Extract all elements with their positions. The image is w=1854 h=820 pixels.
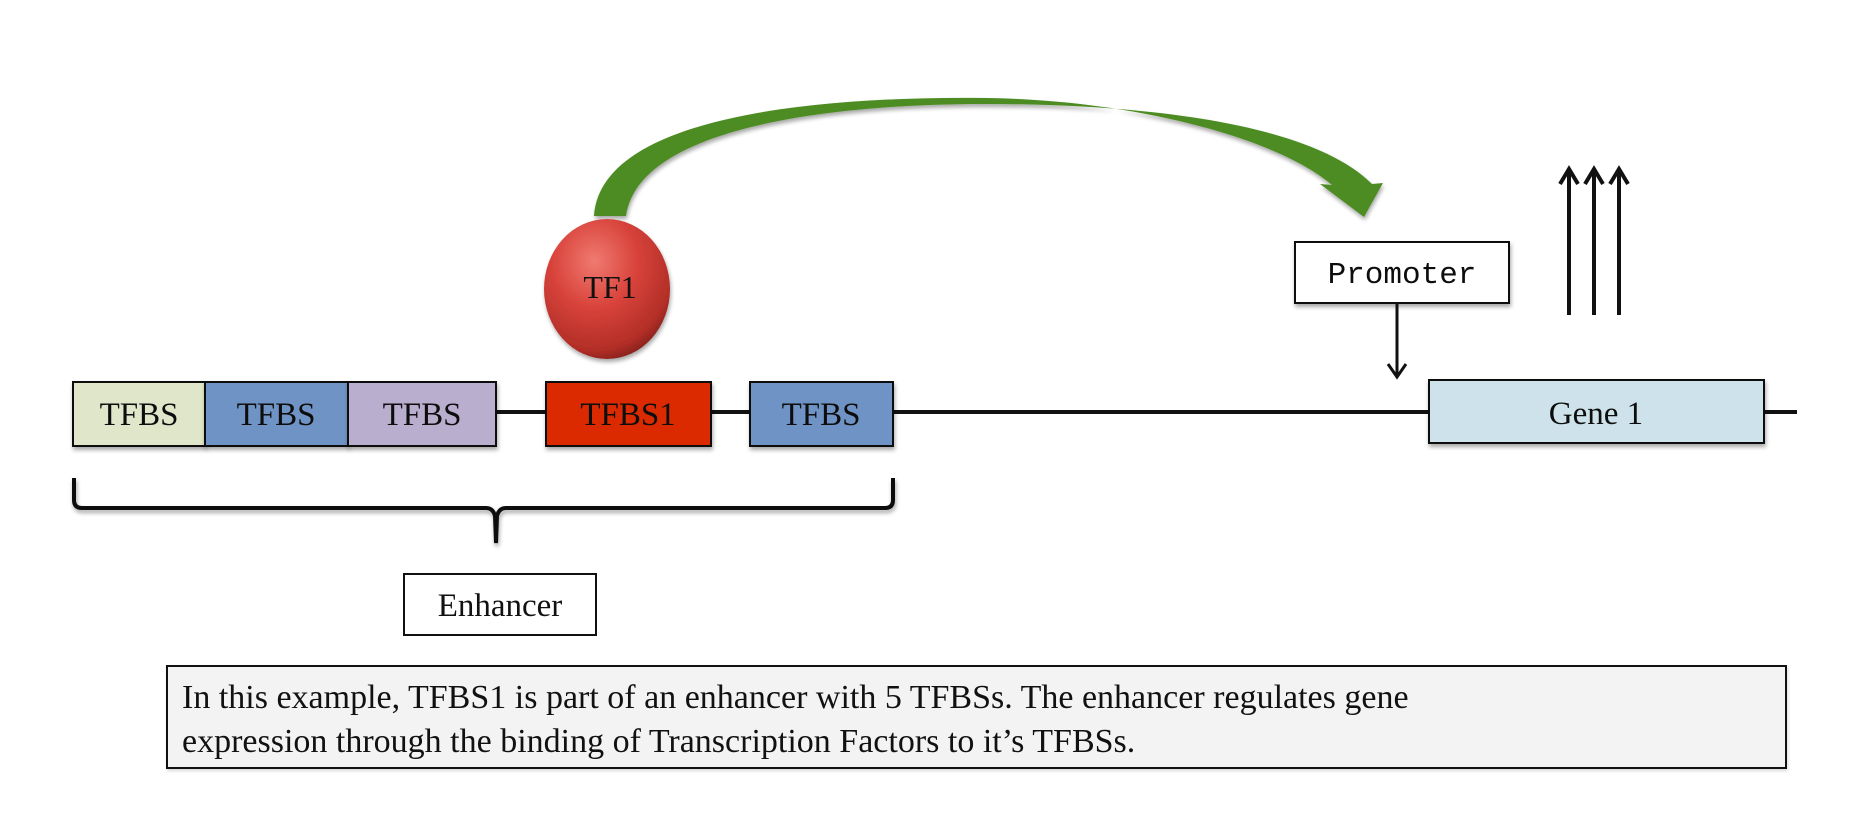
enhancer-site-5: TFBS — [749, 381, 894, 447]
promoter-label: Promoter — [1328, 258, 1477, 293]
enhancer-site-tfbs1: TFBS1 — [545, 381, 712, 447]
tf1-label: TF1 — [583, 269, 636, 305]
tfbs-label: TFBS — [383, 397, 462, 433]
enhancer-site-2: TFBS — [204, 381, 349, 447]
gene-label: Gene 1 — [1549, 396, 1643, 432]
tfbs-label: TFBS — [237, 397, 316, 433]
expression-arrow — [1558, 165, 1580, 315]
tfbs-label: TFBS — [100, 397, 179, 433]
caption-line-1: In this example, TFBS1 is part of an enh… — [182, 679, 1409, 716]
tfbs1-label: TFBS1 — [580, 397, 675, 433]
expression-arrow — [1608, 165, 1630, 315]
tfbs-box — [347, 381, 497, 447]
expression-arrow — [1583, 165, 1605, 315]
enhancer-label-box: Enhancer — [403, 573, 597, 636]
promoter-arrow — [1386, 303, 1408, 380]
enhancer-brace — [72, 478, 895, 544]
tf1-sphere — [544, 219, 670, 359]
tfbs-label: TFBS — [782, 397, 861, 433]
gene-1: Gene 1 — [1428, 379, 1765, 444]
caption-box: In this example, TFBS1 is part of an enh… — [166, 665, 1787, 769]
enhancer-label: Enhancer — [438, 588, 563, 624]
gene-box — [1428, 379, 1765, 444]
promoter-label-box: Promoter — [1294, 241, 1510, 304]
enhancer-site-3: TFBS — [347, 381, 497, 447]
regulation-arrow — [594, 97, 1383, 217]
tfbs1-box — [545, 381, 712, 447]
expression-arrows — [1558, 165, 1630, 315]
transcription-factor-tf1: TF1 — [544, 219, 670, 359]
enhancer-site-1: TFBS — [72, 381, 206, 447]
tfbs-box — [749, 381, 894, 447]
caption-line-2: expression through the binding of Transc… — [182, 723, 1136, 760]
tfbs-box — [204, 381, 349, 447]
